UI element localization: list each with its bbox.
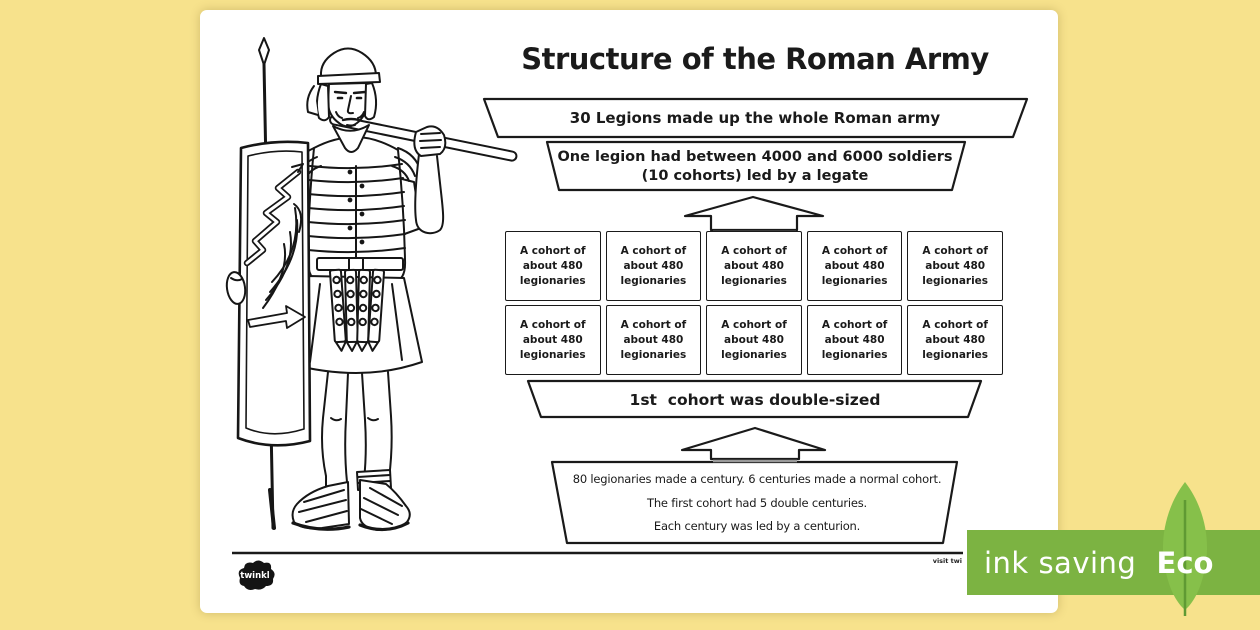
banner-legion-detail-text: One legion had between 4000 and 6000 sol… bbox=[555, 148, 955, 185]
cohort-box: A cohort of about 480 legionaries bbox=[605, 305, 702, 375]
legs bbox=[321, 371, 393, 487]
century-line-1: 80 legionaries made a century. 6 centuri… bbox=[572, 472, 942, 486]
armour-torso bbox=[307, 136, 407, 283]
twinkl-logo-text: twinkl bbox=[240, 571, 270, 581]
twinkl-cloud-shape bbox=[238, 560, 275, 590]
ink-saving-label: ink saving bbox=[984, 545, 1137, 580]
eco-leaf-icon bbox=[1162, 482, 1208, 616]
cohort-box: A cohort of about 480 legionaries bbox=[907, 231, 1003, 301]
cohort-box: A cohort of about 480 legionaries bbox=[706, 305, 802, 375]
page-title: Structure of the Roman Army bbox=[521, 42, 989, 76]
banner-legion-detail-line2: (10 cohorts) led by a legate bbox=[641, 167, 869, 184]
helmet bbox=[306, 47, 381, 122]
hand-gripping-pole bbox=[413, 125, 447, 157]
cohort-box: A cohort of about 480 legionaries bbox=[505, 305, 601, 375]
banner-first-cohort-text: 1st cohort was double-sized bbox=[629, 391, 881, 409]
banner-legion-detail-line1: One legion had between 4000 and 6000 sol… bbox=[557, 149, 953, 165]
sandals bbox=[291, 469, 411, 532]
cohort-box: A cohort of about 480 legionaries bbox=[806, 305, 903, 375]
cohort-box: A cohort of about 480 legionaries bbox=[605, 231, 702, 301]
century-line-2: The first cohort had 5 double centuries. bbox=[647, 495, 867, 510]
neck-scarf bbox=[332, 124, 370, 153]
banner-legions-text: 30 Legions made up the whole Roman army bbox=[569, 109, 941, 127]
visit-link-text: visit twi bbox=[932, 557, 962, 565]
face bbox=[327, 82, 368, 128]
cohort-box: A cohort of about 480 legionaries bbox=[806, 231, 903, 301]
cohort-grid: A cohort of about 480 legionaries A coho… bbox=[505, 231, 1003, 375]
cohort-box: A cohort of about 480 legionaries bbox=[505, 231, 601, 301]
century-line-3: Each century was led by a centurion. bbox=[653, 519, 861, 533]
twinkl-logo: twinkl bbox=[238, 560, 275, 590]
ink-saving-banner: ink saving bbox=[967, 530, 1260, 595]
apron-straps bbox=[329, 268, 385, 352]
shield-icon bbox=[225, 140, 312, 447]
banner-century-text: 80 legionaries made a century. 6 centuri… bbox=[562, 468, 952, 539]
cohort-box: A cohort of about 480 legionaries bbox=[907, 305, 1003, 375]
forearm bbox=[414, 153, 445, 235]
eco-label: Eco bbox=[1156, 545, 1214, 580]
roman-soldier-illustration bbox=[225, 37, 518, 532]
cohort-box: A cohort of about 480 legionaries bbox=[706, 231, 802, 301]
